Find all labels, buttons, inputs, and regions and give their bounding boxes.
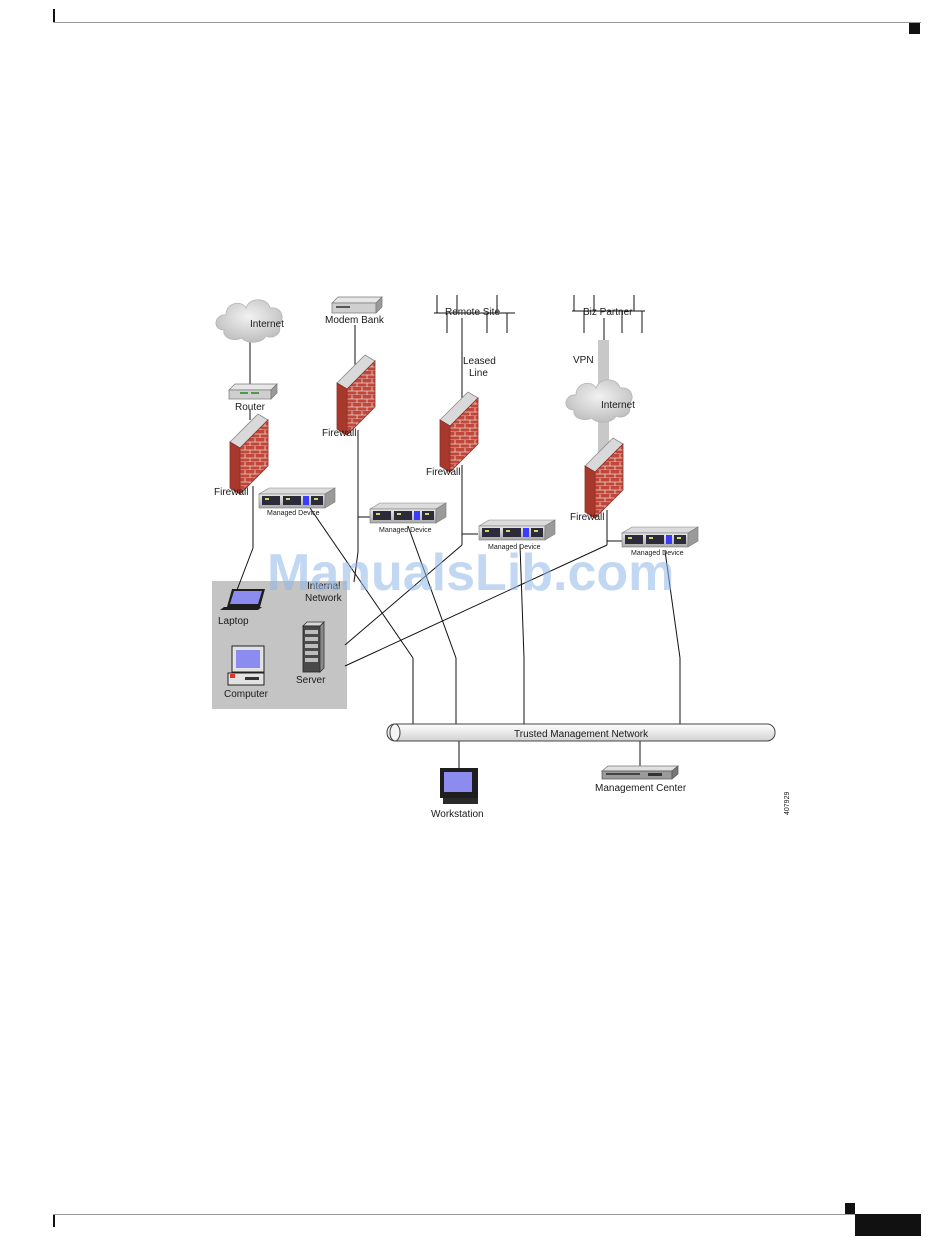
managed-device-2-label: Managed Device <box>379 527 432 534</box>
workstation-label: Workstation <box>431 809 484 820</box>
figure-id: 407929 <box>784 792 791 815</box>
leased-line-label-2: Line <box>469 368 488 379</box>
router-label: Router <box>235 402 266 413</box>
managed-device-2-icon <box>370 503 446 523</box>
workstation-icon <box>440 768 478 804</box>
management-center-icon <box>602 766 678 779</box>
server-label: Server <box>296 675 326 686</box>
modem-bank-icon <box>332 297 382 313</box>
vpn-internet-label: Internet <box>601 400 635 411</box>
firewall-1-icon <box>230 414 268 494</box>
firewall-2-icon <box>337 355 375 435</box>
biz-partner-label: Biz Partner <box>583 307 633 318</box>
managed-device-1-icon <box>259 488 335 508</box>
firewall-2-label: Firewall <box>322 428 356 439</box>
modem-bank-label: Modem Bank <box>325 315 385 326</box>
leased-line-label-1: Leased <box>463 356 496 367</box>
firewall-4-icon <box>585 438 623 518</box>
server-icon <box>303 622 324 672</box>
managed-device-3-icon <box>479 520 555 540</box>
internet-label: Internet <box>250 319 284 330</box>
trusted-management-network-label: Trusted Management Network <box>514 729 649 740</box>
remote-site-label: Remote Site <box>445 307 500 318</box>
firewall-3-label: Firewall <box>426 467 460 478</box>
computer-label: Computer <box>224 689 269 700</box>
vpn-label: VPN <box>573 355 594 366</box>
management-center-label: Management Center <box>595 783 687 794</box>
router-icon <box>229 384 277 399</box>
watermark: ManualsLib.com <box>267 544 674 602</box>
firewall-1-label: Firewall <box>214 487 248 498</box>
laptop-label: Laptop <box>218 616 249 627</box>
firewall-4-label: Firewall <box>570 512 604 523</box>
computer-icon <box>228 646 264 685</box>
managed-device-1-label: Managed Device <box>267 510 320 517</box>
firewall-3-icon <box>440 392 478 472</box>
